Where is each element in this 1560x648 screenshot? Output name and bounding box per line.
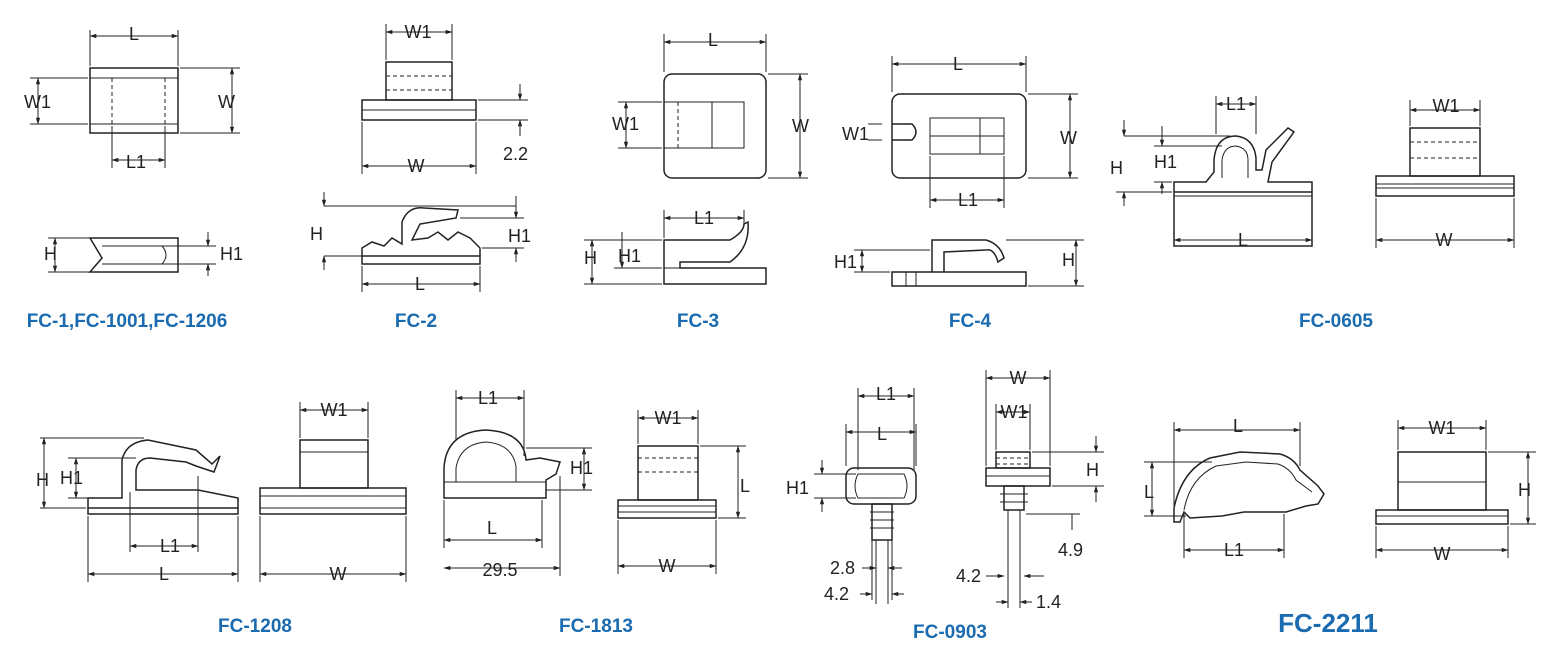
fc0605-L1-label: L1 [1226,94,1246,114]
fc3-L-label: L [708,30,718,50]
fc2211-L2-label: L [1144,482,1154,502]
fc0903-4.2-label: 4.2 [824,584,849,604]
fc1-W1-label: W1 [24,92,51,112]
caption-fc0903: FC-0903 [913,622,987,643]
fc4-W1-label: W1 [842,124,869,144]
fc1813-L2-label: L [740,476,750,496]
caption-fc3: FC-3 [677,311,719,332]
fc1-W-label: W [218,92,235,112]
fc0903-2.8-label: 2.8 [830,558,855,578]
fc1208-L-label: L [159,564,169,584]
fc0903-4.2b-label: 4.2 [956,566,981,586]
fc2211-L-label: L [1233,416,1243,436]
fc1813-W-label: W [659,556,676,576]
fc1-L-label: L [129,24,139,44]
fc3-W-label: W [792,116,809,136]
fc4-drawing: L W1 W L1 H1 H [834,54,1084,287]
fc2211-H-label: H [1518,480,1531,500]
fc0903-H-label: H [1086,460,1099,480]
caption-fc1813: FC-1813 [559,616,633,637]
fc1-drawing: L W1 W L1 H H1 [24,24,243,276]
caption-fc1: FC-1,FC-1001,FC-1206 [27,311,228,332]
caption-fc0605: FC-0605 [1299,311,1373,332]
fc2211-drawing: L L L1 W1 H W [1144,416,1536,564]
fc1208-H1-label: H1 [60,468,83,488]
fc1-L1-label: L1 [126,152,146,172]
fc3-H-label: H [584,248,597,268]
fc0605-H-label: H [1110,158,1123,178]
fc0605-L-label: L [1238,230,1248,250]
fc3-W1-label: W1 [612,114,639,134]
fc0903-drawing: L1 L H1 2.8 4.2 W W1 H 4.9 4.2 1.4 [786,368,1104,612]
fc2-W1-label: W1 [405,22,432,42]
caption-fc2: FC-2 [395,311,437,332]
fc1208-H-label: H [36,470,49,490]
fc0605-drawing: L1 H H1 L W1 W [1110,94,1515,250]
fc2211-W1-label: W1 [1429,418,1456,438]
fc1813-drawing: L1 H1 L 29.5 W1 L W [443,388,750,580]
fc1208-L1-label: L1 [160,536,180,556]
fc1-H1-label: H1 [220,244,243,264]
fc1208-W1-label: W1 [321,400,348,420]
fc3-H1-label: H1 [618,246,641,266]
fc3-drawing: L W1 W L1 H H1 [584,30,809,285]
fc1208-drawing: H H1 L1 L W1 W [36,400,407,584]
fc1813-L1-label: L1 [478,388,498,408]
fc2-L-label: L [415,274,425,294]
fc2-W-label: W [408,156,425,176]
fc4-H1-label: H1 [834,252,857,272]
caption-fc2211: FC-2211 [1278,608,1378,638]
fc4-W-label: W [1060,128,1077,148]
fc2-H-label: H [310,224,323,244]
fc1813-29.5-label: 29.5 [482,560,517,580]
fc1813-W1-label: W1 [655,408,682,428]
fc1-H-label: H [44,244,57,264]
fc2-drawing: W1 W 2.2 H H1 L [310,22,531,294]
fc0903-1.4-label: 1.4 [1036,592,1061,612]
fc4-L-label: L [953,54,963,74]
fc0605-H1-label: H1 [1154,152,1177,172]
fc0903-W-label: W [1010,368,1027,388]
fc0605-W-label: W [1436,230,1453,250]
fc0903-H1-label: H1 [786,478,809,498]
fc4-L1-label: L1 [958,190,978,210]
fc1813-H1-label: H1 [570,458,593,478]
fc3-L1-label: L1 [694,208,714,228]
caption-fc1208: FC-1208 [218,616,292,637]
fc0903-W1-label: W1 [1001,402,1028,422]
fc2-2.2-label: 2.2 [503,144,528,164]
fc2211-L1-label: L1 [1224,540,1244,560]
fc2211-W-label: W [1434,544,1451,564]
fc1208-W-label: W [330,564,347,584]
fc1813-L-label: L [487,518,497,538]
fc0903-L-label: L [877,424,887,444]
fc0903-4.9-label: 4.9 [1058,540,1083,560]
caption-fc4: FC-4 [949,311,992,332]
fc4-H-label: H [1062,250,1075,270]
fc0903-L1-label: L1 [876,384,896,404]
fc0605-W1-label: W1 [1433,96,1460,116]
fc2-H1-label: H1 [508,226,531,246]
